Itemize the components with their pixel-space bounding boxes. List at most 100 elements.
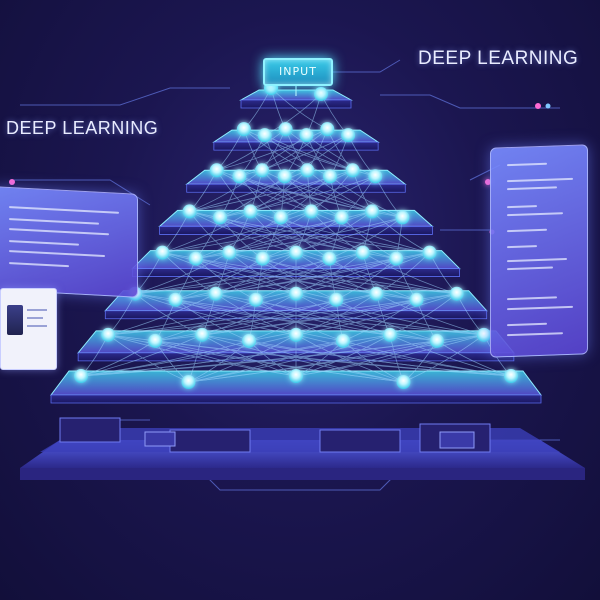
layer-slab-edge: [50, 394, 542, 404]
network-node: [277, 169, 292, 184]
network-node: [243, 204, 258, 219]
connection-line: [329, 258, 417, 301]
connection-line: [135, 252, 230, 295]
connection-line: [188, 334, 484, 383]
connection-line: [239, 134, 349, 177]
chip-block: [319, 429, 401, 453]
network-node: [382, 327, 397, 342]
network-node: [355, 245, 370, 260]
network-node: [208, 286, 223, 301]
connection-line: [219, 175, 376, 218]
connection-line: [295, 334, 391, 377]
chip-block: [439, 431, 475, 449]
network-node: [335, 333, 350, 348]
connection-line: [255, 299, 437, 342]
network-node: [334, 210, 349, 225]
connection-line: [155, 340, 512, 377]
connection-line: [403, 334, 485, 383]
input-node-badge: INPUT: [263, 58, 333, 86]
connection-line: [215, 252, 363, 295]
connection-line: [295, 211, 373, 253]
connection-line: [295, 334, 404, 383]
connection-line: [216, 169, 312, 212]
network-node: [395, 210, 410, 225]
network-node: [255, 251, 270, 266]
connection-line: [284, 175, 403, 218]
connection-line: [216, 128, 328, 171]
connection-line: [155, 299, 417, 342]
connection-line: [188, 334, 297, 383]
network-node: [232, 169, 247, 184]
info-card-photo: [0, 288, 57, 370]
network-node: [195, 327, 210, 342]
connection-line: [195, 217, 403, 259]
layer-slab-edge: [240, 99, 352, 109]
connection-line: [135, 252, 297, 295]
network-node: [182, 204, 197, 219]
network-node: [345, 163, 360, 178]
network-node: [300, 163, 315, 178]
connection-line: [389, 334, 512, 377]
network-node: [449, 286, 464, 301]
connection-line: [175, 258, 397, 301]
network-node: [409, 292, 424, 307]
network-node: [369, 286, 384, 301]
connection-line: [262, 217, 342, 259]
network-node: [148, 333, 163, 348]
network-node: [155, 245, 170, 260]
network-node: [236, 122, 251, 137]
chip-block: [59, 417, 121, 443]
connection-line: [195, 217, 282, 259]
connection-line: [219, 175, 331, 218]
network-node: [504, 369, 518, 383]
connection-line: [202, 293, 457, 336]
network-node: [365, 204, 380, 219]
connection-line: [295, 252, 377, 295]
connection-line: [262, 258, 417, 301]
connection-line: [280, 217, 397, 259]
connection-line: [295, 252, 430, 295]
connection-line: [280, 175, 376, 218]
connection-line: [154, 299, 257, 342]
connection-line: [376, 293, 484, 336]
network-node: [322, 251, 337, 266]
connection-line: [175, 299, 437, 342]
connection-line: [108, 293, 216, 336]
card-line: [27, 317, 43, 319]
network-node: [341, 128, 356, 143]
network-node: [168, 292, 183, 307]
photo-thumbnail: [7, 305, 23, 335]
connection-line: [295, 293, 457, 336]
connection-line: [175, 258, 330, 301]
network-node: [329, 292, 344, 307]
connection-line: [201, 293, 297, 336]
connection-line: [250, 169, 353, 212]
card-line: [27, 309, 47, 311]
network-node: [299, 128, 314, 143]
network-node: [273, 210, 288, 225]
network-node: [278, 122, 293, 137]
connection-line: [162, 211, 312, 253]
connection-line: [175, 299, 250, 342]
connection-line: [162, 211, 251, 253]
connection-line: [135, 293, 297, 336]
network-node: [255, 163, 270, 178]
title-deep-learning-right: DEEP LEARNING: [418, 48, 579, 69]
network-node: [476, 327, 491, 342]
connection-line: [188, 334, 391, 383]
connection-line: [329, 217, 403, 259]
connection-line: [229, 211, 373, 253]
network-node: [422, 245, 437, 260]
connection-line: [295, 293, 391, 336]
network-node: [320, 122, 335, 137]
network-node: [322, 169, 337, 184]
connection-line: [175, 258, 263, 301]
connection-line: [295, 293, 377, 336]
network-node: [242, 333, 257, 348]
connection-line: [162, 252, 297, 295]
connection-line: [219, 217, 397, 259]
connection-line: [189, 169, 308, 212]
info-panel-left: [0, 186, 138, 298]
card-line: [27, 325, 47, 327]
connection-line: [248, 340, 512, 377]
